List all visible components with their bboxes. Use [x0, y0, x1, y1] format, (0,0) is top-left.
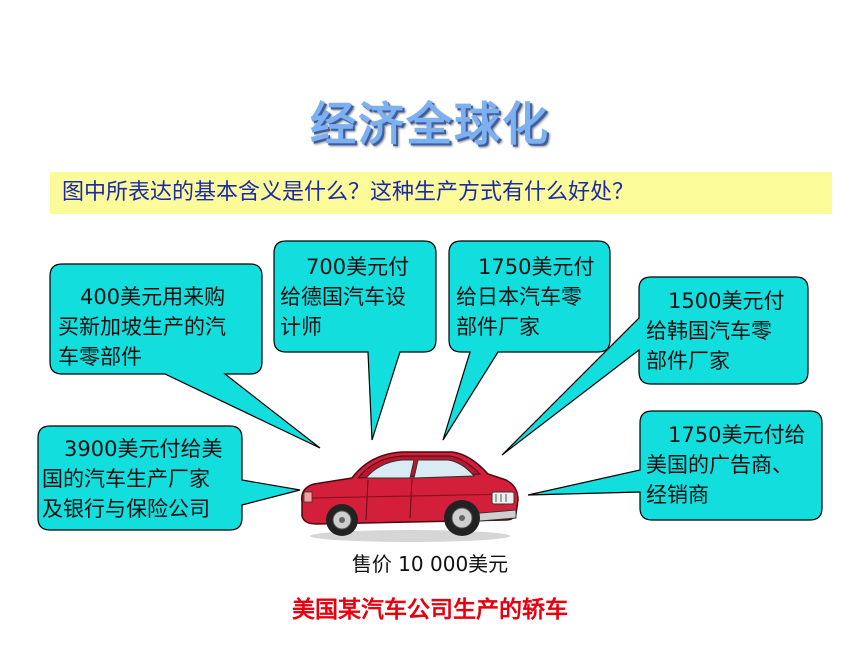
- bubble-line: 及银行与保险公司: [42, 497, 210, 521]
- bubble-line: 3900美元付给美: [64, 437, 223, 461]
- callout-bubble-singapore: [49, 263, 321, 449]
- bubble-line: 买新加坡生产的汽: [58, 315, 226, 339]
- price-label: 售价 10 000美元: [351, 552, 509, 576]
- bubble-line: 1750美元付给: [668, 423, 806, 447]
- bubble-line: 计师: [280, 315, 322, 339]
- callout-bubble-japan: [442, 240, 611, 441]
- bubble-line: 给韩国汽车零: [646, 319, 772, 343]
- question-banner: 图中所表达的基本含义是什么？这种生产方式有什么好处？: [50, 172, 832, 214]
- bubble-line: 给日本汽车零: [456, 285, 582, 309]
- bubble-text-singapore: 400美元用来购 买新加坡生产的汽 车零部件: [58, 282, 258, 372]
- bubble-line: 400美元用来购: [80, 285, 226, 309]
- callout-bubble-usa-dealers: [527, 410, 823, 521]
- bubble-text-japan: 1750美元付 给日本汽车零 部件厂家: [456, 252, 608, 342]
- car-caption: 美国某汽车公司生产的轿车: [292, 597, 568, 623]
- bubble-line: 1500美元付: [668, 289, 785, 313]
- bubble-line: 700美元付: [306, 255, 410, 279]
- bubble-line: 经销商: [646, 483, 709, 507]
- bubble-line: 部件厂家: [456, 315, 540, 339]
- callout-bubble-usa-maker: [37, 425, 301, 531]
- slide-title: 经济全球化: [310, 97, 550, 151]
- bubble-text-korea: 1500美元付 给韩国汽车零 部件厂家: [646, 286, 806, 376]
- bubble-line: 给德国汽车设: [280, 285, 406, 309]
- bubble-text-usa-dealers: 1750美元付给 美国的广告商、 经销商: [646, 420, 820, 510]
- bubble-line: 国的汽车生产厂家: [42, 467, 210, 491]
- sedan-car-illustration: [301, 451, 519, 542]
- bubble-line: 1750美元付: [478, 255, 595, 279]
- bubble-line: 车零部件: [58, 345, 142, 369]
- callout-bubble-korea: [501, 276, 809, 456]
- bubble-line: 部件厂家: [646, 349, 730, 373]
- callout-bubble-germany: [273, 240, 437, 441]
- bubble-text-usa-maker: 3900美元付给美 国的汽车生产厂家 及银行与保险公司: [42, 434, 240, 524]
- bubble-text-germany: 700美元付 给德国汽车设 计师: [280, 252, 434, 342]
- bubble-line: 美国的广告商、: [646, 453, 793, 477]
